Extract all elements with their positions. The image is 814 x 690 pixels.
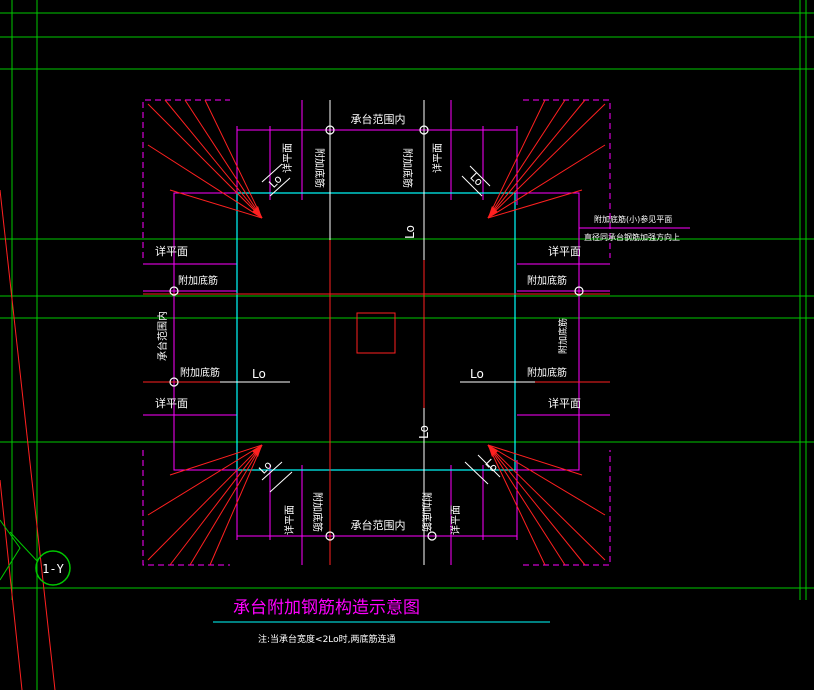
label-see-plan-right-bottom: 详平面 [548, 396, 581, 410]
label-within-cap-top: 承台范围内 [351, 112, 406, 126]
label-see-plan-bottom-left-vert: 详平面 [283, 505, 296, 535]
label-see-plan-left-bottom: 详平面 [155, 396, 188, 410]
label-see-plan-left-top: 详平面 [155, 244, 188, 258]
label-add-bar-bottom-left-vert: 附加底筋 [311, 492, 324, 532]
label-within-cap-bottom: 承台范围内 [351, 518, 406, 532]
label-lo-bl: Lo [256, 458, 274, 476]
outer-red-diagonals [0, 189, 56, 690]
label-see-plan-bottom-right-vert: 详平面 [449, 505, 462, 535]
label-lo-top-vert: Lo [403, 225, 417, 239]
magenta-lines [143, 100, 690, 565]
label-add-bar-top-left-vert: 附加底筋 [313, 148, 326, 188]
text-labels: 承台范围内 承台范围内 详平面 详平面 详平面 详平面 附加底筋 附加底筋 附加… [155, 112, 680, 535]
label-add-bar-right-top: 附加底筋 [527, 274, 567, 287]
label-see-plan-top-left-vert: 详平面 [281, 143, 294, 173]
label-add-bar-right-bottom: 附加底筋 [527, 366, 567, 379]
cyan-inner-rect [236, 192, 516, 471]
drawing-note: 注:当承台宽度<2Lo时,两底筋连通 [258, 633, 396, 645]
rebar-dots [169, 125, 584, 541]
label-side-note-1: 附加底筋(小)参见平面 [594, 214, 672, 224]
axis-bubble: 1-Y [0, 519, 71, 586]
label-side-note-2: 直径同承台钢筋加强方向上 [584, 232, 680, 242]
title-block: 承台附加钢筋构造示意图 注:当承台宽度<2Lo时,两底筋连通 [213, 598, 550, 645]
label-add-bar-left-bottom: 附加底筋 [180, 366, 220, 379]
outer-dashed-boundary [142, 99, 611, 566]
fan-arrowheads [252, 206, 498, 457]
axis-tag-label: 1-Y [42, 562, 64, 576]
label-add-bar-top-right-vert: 附加底筋 [401, 148, 414, 188]
label-add-bar-bottom-right-vert: 附加底筋 [420, 492, 433, 532]
label-see-plan-top-right-vert: 详平面 [431, 143, 444, 173]
label-see-plan-right-top: 详平面 [548, 244, 581, 258]
label-add-bar-left-top: 附加底筋 [178, 274, 218, 287]
red-rebar-lines [143, 99, 610, 566]
label-lo-bottom-vert: Lo [417, 425, 431, 439]
label-add-bar-right-vert: 附加底筋 [557, 318, 569, 354]
label-within-cap-left-vert: 承台范围内 [156, 311, 169, 361]
label-lo-right: Lo [470, 367, 484, 381]
label-lo-br: Lo [482, 456, 500, 474]
drawing-title: 承台附加钢筋构造示意图 [233, 598, 420, 618]
lo-dimension-lines [220, 100, 535, 565]
label-lo-left: Lo [252, 367, 266, 381]
